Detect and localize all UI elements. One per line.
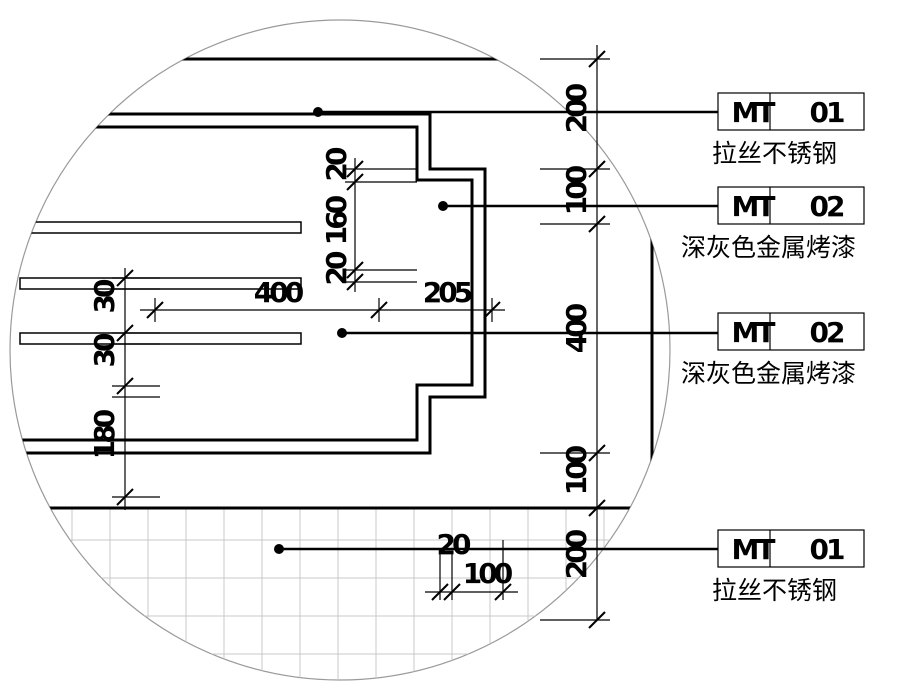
dim-horizontal-205: 205 xyxy=(423,276,472,309)
tag-code: MT xyxy=(732,316,776,349)
leader-dot xyxy=(438,201,448,211)
dim-left-30-bottom: 30 xyxy=(88,333,121,367)
material-tag-3: MT 02 深灰色金属烤漆 xyxy=(681,312,865,388)
leader-dot xyxy=(274,544,284,554)
tag-number: 01 xyxy=(810,533,844,566)
material-tag-2: MT 02 深灰色金属烤漆 xyxy=(681,186,865,262)
dim-inner-20-bottom: 20 xyxy=(320,251,353,285)
tag-code: MT xyxy=(732,96,776,129)
leader-dot xyxy=(313,107,323,117)
dim-left-30-top: 30 xyxy=(88,279,121,313)
detail-circle xyxy=(9,19,671,681)
dim-inner-20-top: 20 xyxy=(320,147,353,181)
leader-lines xyxy=(279,110,718,551)
tag-number: 02 xyxy=(810,316,844,349)
tag-code: MT xyxy=(732,190,776,223)
leader-dot xyxy=(337,328,347,338)
dim-chain-left xyxy=(112,268,160,510)
tag-number: 02 xyxy=(810,190,844,223)
tag-material-label: 拉丝不锈钢 xyxy=(712,576,837,605)
material-tag-4: MT 01 拉丝不锈钢 xyxy=(712,529,865,605)
dim-inner-160: 160 xyxy=(320,195,353,245)
dim-chain-inner xyxy=(345,158,417,292)
tag-number: 01 xyxy=(810,96,844,129)
tag-material-label: 深灰色金属烤漆 xyxy=(681,233,856,262)
tag-code: MT xyxy=(732,533,776,566)
material-tag-1: MT 01 拉丝不锈钢 xyxy=(712,92,865,168)
tag-material-label: 拉丝不锈钢 xyxy=(712,139,837,168)
dim-horizontal-400: 400 xyxy=(254,276,304,309)
dim-right-400: 400 xyxy=(560,303,593,353)
grid-pattern xyxy=(10,508,670,680)
dim-right-100-lower: 100 xyxy=(560,445,593,495)
dim-right-100-upper: 100 xyxy=(560,165,593,215)
dim-right-200-top: 200 xyxy=(560,83,593,133)
dim-right-200-bottom: 200 xyxy=(560,529,593,579)
tag-material-label: 深灰色金属烤漆 xyxy=(681,359,856,388)
dim-left-180: 180 xyxy=(88,409,121,459)
dim-grid-100: 100 xyxy=(463,557,513,590)
